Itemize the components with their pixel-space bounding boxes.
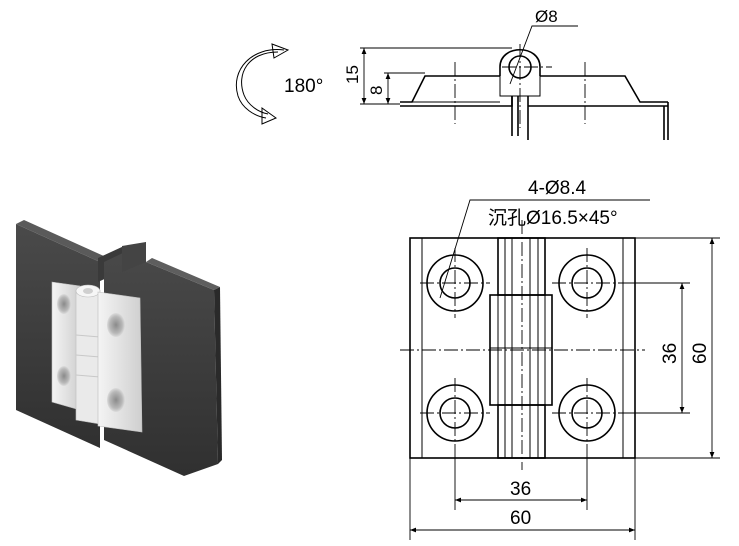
hole-spec-label: 4-Ø8.4 bbox=[528, 178, 587, 199]
height-label: 60 bbox=[690, 343, 711, 364]
hole-spacing-horizontal-label: 36 bbox=[510, 479, 531, 500]
countersink-spec-label: 沉孔Ø16.5×45° bbox=[488, 207, 618, 229]
height-total-label: 15 bbox=[343, 65, 362, 84]
height-leaf-label: 8 bbox=[367, 86, 386, 95]
pin-diameter-label: Ø8 bbox=[535, 7, 558, 26]
rotation-label: 180° bbox=[284, 76, 323, 97]
width-label: 60 bbox=[510, 508, 531, 529]
hole-spacing-vertical-label: 36 bbox=[660, 343, 681, 364]
isometric-hinge-render bbox=[16, 220, 222, 476]
front-view bbox=[400, 199, 720, 540]
side-view bbox=[360, 25, 669, 140]
rotation-arrow-icon bbox=[235, 43, 290, 125]
